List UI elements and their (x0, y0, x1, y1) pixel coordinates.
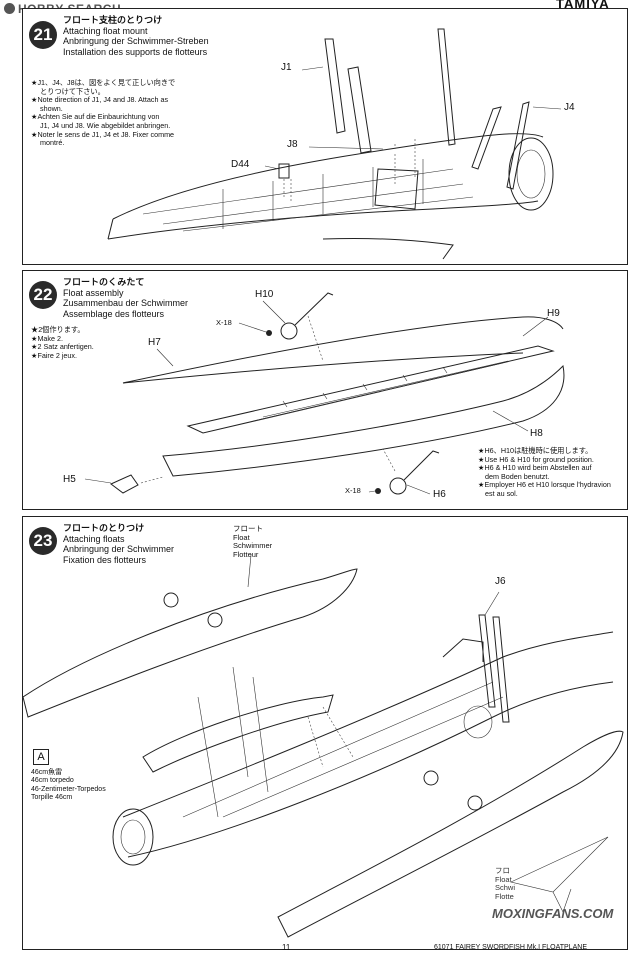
step-23-number: 23 (29, 527, 57, 555)
part-label-j6: J6 (495, 576, 506, 587)
step-21-number: 21 (29, 21, 57, 49)
part-label-h10: H10 (255, 289, 274, 300)
part-label-h8: H8 (530, 428, 543, 439)
step-21-panel: 21 フロート支柱のとりつけ Attaching float mount Anb… (22, 8, 628, 265)
part-label-d44: D44 (231, 159, 250, 170)
part-label-h7: H7 (148, 337, 161, 348)
step-21-title: フロート支柱のとりつけ Attaching float mount Anbrin… (63, 15, 209, 57)
step-22-number: 22 (29, 281, 57, 309)
float-label: フロート Float Schwimmer Flotteur (233, 524, 273, 559)
part-label-j1: J1 (281, 62, 292, 73)
torpedo-label: 46cm魚雷 46cm torpedo 46-Zentimeter-Torped… (31, 769, 106, 802)
page-number: 11 (282, 943, 291, 952)
step-23-panel: 23 フロートのとりつけ Attaching floats Anbringung… (22, 516, 628, 950)
watermark-badge-icon (4, 3, 15, 14)
step-22-drawing (84, 292, 565, 495)
part-label-h9: H9 (547, 308, 560, 319)
float-label-cropped: フロ Float Schwi Flotte (495, 866, 516, 901)
torpedo-box-a: A (33, 749, 49, 765)
step-23-drawing (23, 554, 624, 938)
step-21-notes: ★J1、J4、J8は、図をよく見て正しい向きで とりつけて下さい。 ★Note … (31, 78, 176, 148)
step-21-drawing (107, 28, 562, 260)
step-22-title: フロートのくみたて Float assembly Zusammenbau der… (63, 277, 189, 319)
part-label-x18-top: X-18 (216, 318, 232, 327)
step-23-title: フロートのとりつけ Attaching floats Anbringung de… (63, 523, 175, 565)
brand-logo: TAMIYA (556, 0, 610, 11)
page-caption: 61071 FAIREY SWORDFISH Mk.I FLOATPLANE (434, 944, 588, 951)
part-label-h5: H5 (63, 474, 76, 485)
step-22-notes: ★2個作ります。 ★Make 2. ★2 Satz anfertigen. ★F… (31, 325, 94, 360)
part-label-h6: H6 (433, 489, 446, 500)
step-22-ground-note: ★H6、H10は駐機時に使用します。 ★Use H6 & H10 for gro… (478, 446, 611, 498)
moxingfans-watermark: MOXINGFANS.COM (492, 906, 614, 921)
part-label-x18-bottom: X-18 (345, 486, 361, 495)
part-label-j4: J4 (564, 102, 575, 113)
step-22-panel: 22 フロートのくみたて Float assembly Zusammenbau … (22, 270, 628, 510)
part-label-j8: J8 (287, 139, 298, 150)
